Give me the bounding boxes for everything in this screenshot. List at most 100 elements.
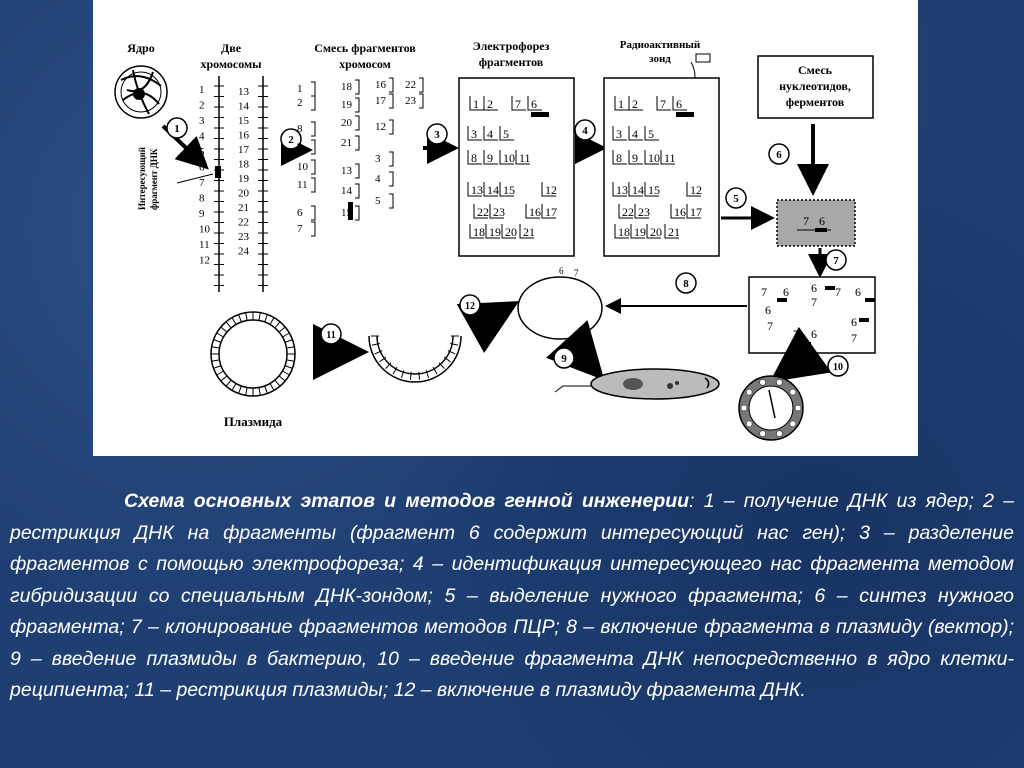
chromosome-right-num: 21 [238,202,249,214]
fragment-num: 15 [341,207,353,219]
gel-band-num: 22 [477,205,489,219]
step-11-label: 11 [326,330,335,341]
gel-band-num: 8 [616,151,622,165]
fragment-num: 3 [375,153,381,165]
chromosome-left-num: 10 [199,224,211,236]
gel-band-num: 15 [503,183,515,197]
chromosome-right-num: 16 [238,130,250,142]
chromosome-left-num: 2 [199,100,205,112]
chromosome-right-num: 24 [238,246,250,258]
step-6-badge [768,143,790,165]
chromosome-left-num: 7 [199,177,205,189]
chromosome-right-num: 20 [238,188,250,200]
chromosome-left-num: 6 [199,162,205,174]
gel-box-1 [458,77,575,257]
fragment-bracket [311,221,316,237]
gel-band-num: 17 [545,205,557,219]
caption-title: Схема основных этапов и методов генной и… [124,490,690,512]
gel-band-num: 3 [616,127,622,141]
step-4-badge [574,119,596,141]
step-5-label: 5 [733,193,739,205]
fragment-num: 1 [297,83,303,95]
step-5-badge [725,187,747,209]
chromosome-right-num: 15 [238,115,250,127]
gel-band-num: 2 [632,97,638,111]
gel-band-num: 7 [515,97,521,111]
fragment-bracket [311,177,316,193]
fragment-bracket [355,183,360,199]
step-10-label: 10 [833,362,843,373]
fragment-num: 11 [297,179,308,191]
two-chromosomes-label-1: Две [221,41,242,55]
gel-band-num: 7 [660,97,666,111]
fragment-num: 8 [297,123,303,135]
probe-label-2: зонд [649,53,671,65]
step-9-label: 9 [561,353,567,365]
fragment-bracket [389,93,394,109]
gel-band-num: 23 [638,205,650,219]
clone-num: 6 [783,285,789,299]
step-4-label: 4 [582,125,588,137]
nucleus-icon [114,65,168,119]
gel-band-num: 11 [519,151,531,165]
gel-band-num: 6 [676,97,682,111]
gel-band-num: 22 [622,205,634,219]
gel-band-num: 14 [487,183,499,197]
fragment-num: 6 [297,207,303,219]
step-10-badge [827,355,849,377]
fragment-bracket [389,171,394,187]
gel-band-num: 17 [690,205,702,219]
fragment-bracket [311,95,316,111]
gel-band-num: 4 [632,127,638,141]
clone-num: 6 [765,303,771,317]
gel-band-num: 18 [618,225,630,239]
fragment-bracket [419,77,424,93]
probe-icon [695,53,711,63]
fragment-bracket [311,205,316,221]
caption: Схема основных этапов и методов генной и… [10,486,1014,707]
fragment-num: 19 [341,99,353,111]
fragment-bracket [419,93,424,109]
chromosome-right-num: 18 [238,159,250,171]
chromosome-right-num: 22 [238,217,249,229]
fragment-num: 14 [341,185,353,197]
clone-num: 6 [811,327,817,341]
step-1-badge [166,117,188,139]
clone-num: 7 [793,327,799,341]
fragment-bracket [311,121,316,137]
electrophoresis-label-2: фрагментов [479,55,544,69]
fragment-bracket [311,159,316,175]
gel-band-num: 1 [618,97,624,111]
genetic-engineering-diagram: Ядро Интересующий фрагмент ДНК 1 Две хро… [114,39,876,441]
chromosome-right-num: 19 [238,173,250,185]
recombinant-plasmid [517,276,603,340]
chromosome-left-num: 8 [199,193,205,205]
fragment-bracket [355,163,360,179]
gel-band-num: 12 [690,183,702,197]
gel-band-num: 1 [473,97,479,111]
fragment-bracket [311,139,316,155]
fragment-num: 16 [375,79,387,91]
clone-num: 7 [835,285,841,299]
chromosome-left-num: 9 [199,208,205,220]
fragment-num: 10 [297,161,309,173]
fragment-num: 17 [375,95,387,107]
pcr-box-num-7: 7 [803,214,809,228]
fragment-num: 22 [405,79,416,91]
fragment-num: 12 [375,121,386,133]
gel-band-num: 5 [503,127,509,141]
gel-band-num: 10 [648,151,660,165]
dna-fragment-label-2: фрагмент ДНК [149,148,159,210]
step-12-badge [459,294,481,316]
gel-band-num: 21 [523,225,535,239]
fragment-num: 21 [341,137,352,149]
chromosome-right-num: 14 [238,101,250,113]
step-8-badge [675,272,697,294]
fragment-num: 4 [375,173,381,185]
two-chromosomes-label-2: хромосомы [200,57,262,71]
gel-band-num: 16 [674,205,686,219]
fragment-num: 9 [297,141,303,153]
fragment-num: 5 [375,195,381,207]
recipient-cell-icon [738,375,804,441]
cut-plasmid-icon [368,335,462,383]
